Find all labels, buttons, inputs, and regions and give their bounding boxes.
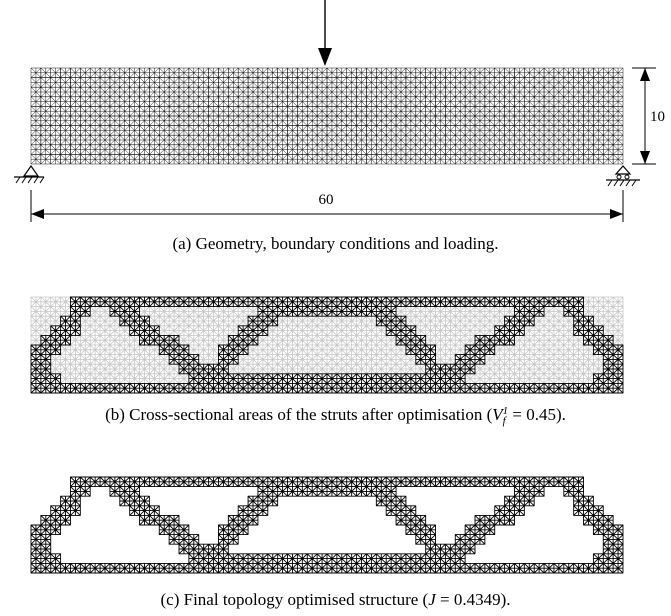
- panel-b: [30, 296, 624, 394]
- height-label: 10: [650, 109, 665, 125]
- optimised-topology-mesh: [30, 476, 624, 574]
- pin-support-left: [14, 164, 45, 184]
- caption-c: (c) Final topology optimised structure (…: [160, 590, 511, 609]
- panel-a: 60 10: [14, 0, 665, 222]
- beam-mesh: [30, 67, 624, 165]
- panel-c: [30, 476, 624, 574]
- load-arrow-head: [318, 48, 332, 66]
- caption-a: (a) Geometry, boundary conditions and lo…: [172, 234, 499, 253]
- roller-support-right: [606, 165, 640, 187]
- height-dimension: 10: [632, 67, 665, 165]
- length-label: 60: [319, 192, 334, 208]
- caption-b: (b) Cross-sectional areas of the struts …: [105, 405, 566, 428]
- strut-areas-mesh: [30, 296, 624, 394]
- length-dimension: 60: [30, 190, 624, 222]
